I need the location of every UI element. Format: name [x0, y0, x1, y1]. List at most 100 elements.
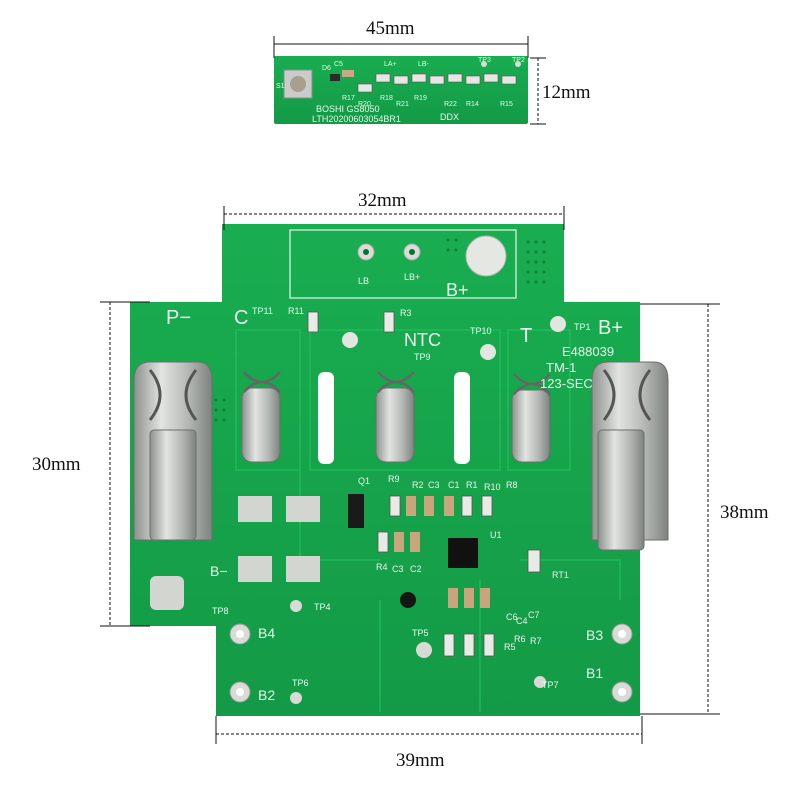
dim-label-39mm: 39mm [396, 750, 445, 771]
label-r1: R1 [466, 480, 478, 490]
label-r17: R17 [342, 95, 355, 102]
terminal-ntc [375, 371, 415, 463]
label-r9: R9 [388, 474, 400, 484]
lb-box-outline [289, 229, 517, 299]
label-b2: B2 [258, 687, 275, 703]
label-lb: LB [358, 276, 369, 286]
label-b1: B1 [586, 665, 603, 681]
dim-label-30mm: 30mm [32, 454, 81, 475]
terminal-t [511, 373, 551, 463]
mount-hole-2 [480, 344, 496, 360]
label-c1: C1 [448, 480, 460, 490]
label-c3: C3 [392, 564, 404, 574]
label-tp4: TP4 [314, 602, 331, 612]
label-date: 123-SEC [540, 376, 593, 391]
dim-label-38mm: 38mm [720, 502, 769, 523]
label-r8: R8 [506, 480, 518, 490]
label-c3-top: C3 [428, 480, 440, 490]
label-r2: R2 [412, 480, 424, 490]
b-plus-pad [465, 235, 507, 277]
label-b3: B3 [586, 627, 603, 643]
mount-hole-3 [550, 316, 566, 332]
dimension-38mm: 38mm [640, 303, 769, 715]
terminal-c [241, 371, 281, 463]
main-board: P− C TP11 R11 R3 NTC TP10 TP9 T TP1 B+ L… [130, 224, 669, 716]
label-s1: S1 [276, 83, 285, 90]
dimension-39mm: 39mm [215, 716, 643, 771]
slot-left [318, 372, 334, 464]
label-rt1: RT1 [552, 570, 569, 580]
label-q1: Q1 [358, 476, 370, 486]
label-tp9: TP9 [414, 352, 431, 362]
label-tp5: TP5 [412, 628, 429, 638]
dim-label-12mm: 12mm [542, 82, 591, 103]
label-tp7: TP7 [542, 680, 559, 690]
label-r19: R19 [414, 95, 427, 102]
dimension-30mm: 30mm [32, 301, 150, 627]
u1-chip [448, 538, 478, 568]
mount-holes-bottom [229, 623, 633, 703]
dim-label-32mm: 32mm [358, 190, 407, 211]
square-pads [150, 496, 320, 610]
label-r22: R22 [444, 101, 457, 108]
label-c5: C5 [334, 61, 343, 68]
label-r11: R11 [288, 306, 304, 316]
label-c7: C7 [528, 610, 540, 620]
slot-right [454, 372, 470, 464]
switch-button [290, 76, 306, 92]
label-r21: R21 [396, 101, 409, 108]
label-b-plus: B+ [598, 317, 623, 339]
label-ddx: DDX [440, 112, 459, 122]
label-lb-plus: LB+ [404, 272, 420, 282]
label-p-minus: P− [166, 307, 191, 329]
label-b-minus: B− [210, 563, 228, 579]
label-r4: R4 [376, 562, 388, 572]
label-r3: R3 [400, 308, 412, 318]
test-pads [290, 600, 546, 704]
label-r18: R18 [380, 95, 393, 102]
label-tp6: TP6 [292, 678, 309, 688]
smd-components [307, 311, 541, 657]
label-cert: E488039 [562, 344, 614, 359]
label-c4: C4 [516, 616, 528, 626]
label-b4: B4 [258, 625, 275, 641]
label-c: C [234, 307, 248, 329]
small-board: S1 D6 C5 LA+ LB- TP3 TP2 R17 R20 R18 R19… [274, 56, 528, 124]
small-board-body [274, 56, 528, 124]
label-tp3: TP3 [478, 57, 491, 64]
label-tp11: TP11 [252, 306, 273, 316]
label-r15: R15 [500, 101, 513, 108]
label-r7: R7 [530, 636, 542, 646]
label-tp10: TP10 [470, 326, 492, 336]
label-brand: BOSHI GS8050 [316, 104, 380, 114]
label-tp1: TP1 [574, 322, 591, 332]
label-r20: R20 [358, 101, 371, 108]
label-c2: C2 [410, 564, 422, 574]
label-u1: U1 [490, 530, 502, 540]
label-tp8: TP8 [212, 606, 229, 616]
dimension-12mm: 12mm [530, 57, 591, 125]
label-ntc: NTC [404, 330, 441, 350]
terminal-p-minus [133, 361, 213, 541]
label-tp2: TP2 [512, 57, 525, 64]
mount-hole-1 [342, 332, 358, 348]
label-c6: C6 [506, 612, 518, 622]
label-d6: D6 [322, 65, 331, 72]
label-la: LA+ [384, 61, 397, 68]
label-t: T [520, 325, 532, 347]
label-code: LTH20200603054BR1 [312, 114, 401, 124]
label-r14: R14 [466, 101, 479, 108]
center-hole [400, 592, 416, 608]
dim-label-45mm: 45mm [366, 18, 415, 39]
dimension-45mm: 45mm [273, 18, 529, 58]
label-tm: TM-1 [546, 360, 576, 375]
label-r5: R5 [504, 642, 516, 652]
label-lb: LB- [418, 61, 430, 68]
dimension-32mm: 32mm [223, 190, 565, 230]
label-b-plus-top: B+ [446, 280, 469, 300]
terminal-b-plus [591, 361, 669, 551]
label-r10: R10 [484, 482, 501, 492]
small-board-components [330, 61, 521, 93]
via-array [214, 238, 546, 422]
